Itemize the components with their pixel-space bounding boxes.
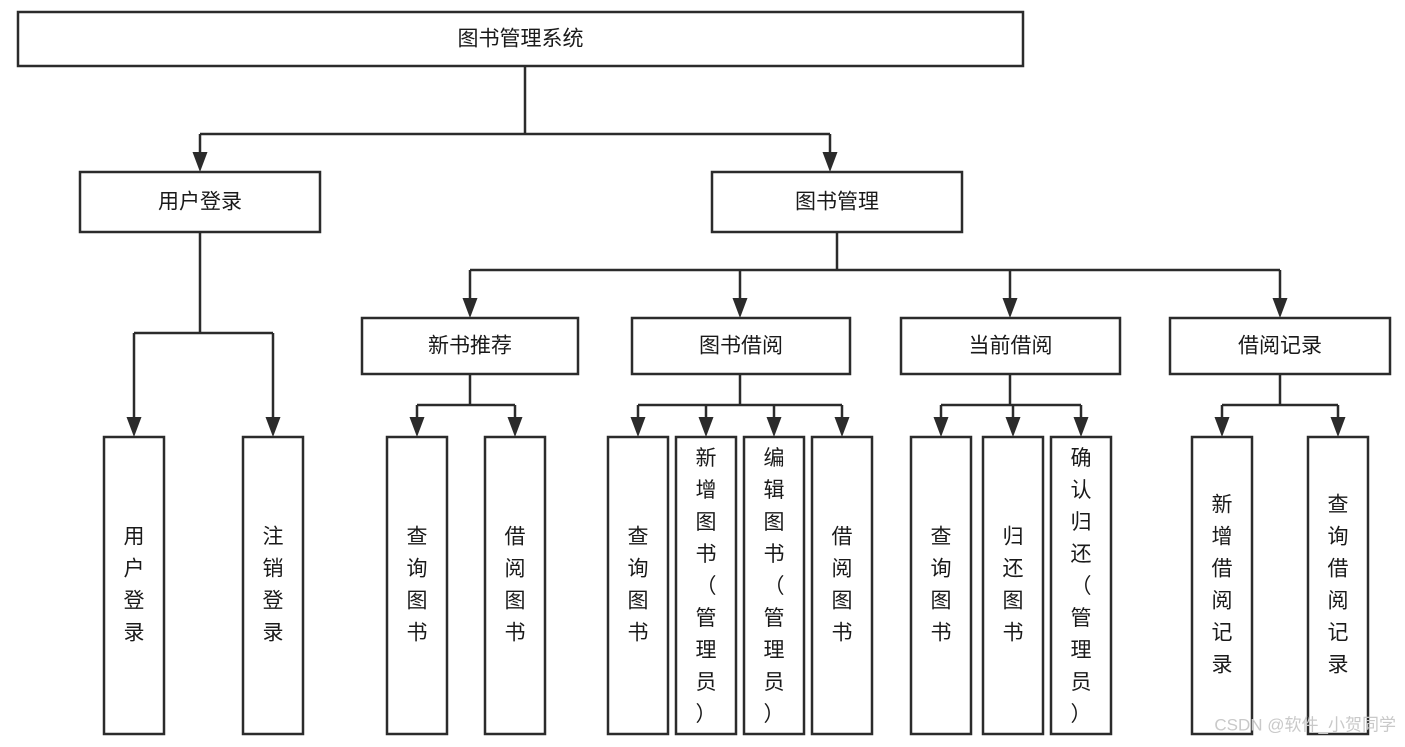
arrow-head-icon: [126, 417, 142, 437]
connector-current-borrow-to-leaves: [939, 374, 1083, 418]
node-label: 用户登录: [124, 525, 145, 644]
nodes-layer: 图书管理系统用户登录图书管理新书推荐图书借阅当前借阅借阅记录用户登录注销登录查询…: [16, 10, 1392, 736]
node-label: 新增借阅记录: [1212, 493, 1233, 676]
node-box[interactable]: [674, 435, 738, 736]
arrow-head-icon: [1214, 417, 1230, 437]
node-label: 借阅图书: [505, 525, 526, 644]
node-box[interactable]: [710, 170, 964, 234]
node-label: 新书推荐: [428, 335, 512, 358]
node-book-manage[interactable]: 图书管理: [710, 170, 964, 234]
arrow-head-icon: [732, 298, 748, 318]
arrow-head-icon: [822, 152, 838, 172]
node-current-borrow[interactable]: 当前借阅: [899, 316, 1122, 376]
node-new-book-recommend[interactable]: 新书推荐: [360, 316, 580, 376]
node-box[interactable]: [241, 435, 305, 736]
node-label: 查询图书: [628, 525, 649, 644]
connector-new-book-to-leaves: [415, 374, 517, 418]
node-box[interactable]: [1168, 316, 1392, 376]
node-leaf-query-book-cur[interactable]: 查询图书: [909, 435, 973, 736]
arrow-head-icon: [698, 417, 714, 437]
node-leaf-confirm-return[interactable]: 确认归还（管理员）: [1049, 435, 1113, 736]
node-box[interactable]: [742, 435, 806, 736]
node-label: 查询图书: [407, 525, 428, 644]
node-leaf-query-book-borrow[interactable]: 查询图书: [606, 435, 670, 736]
node-label: 新增图书（管理员）: [696, 447, 717, 726]
node-label: 确认归还（管理员）: [1071, 447, 1092, 726]
arrow-head-icon: [409, 417, 425, 437]
node-box[interactable]: [1049, 435, 1113, 736]
connector-user-login-to-leaves: [132, 232, 275, 418]
node-leaf-query-book-rec[interactable]: 查询图书: [385, 435, 449, 736]
node-label: 查询图书: [931, 525, 952, 644]
node-box[interactable]: [1306, 435, 1370, 736]
arrow-head-icon: [1272, 298, 1288, 318]
node-leaf-logout[interactable]: 注销登录: [241, 435, 305, 736]
arrow-head-icon: [834, 417, 850, 437]
node-label: 借阅图书: [832, 525, 853, 644]
node-label: 用户登录: [158, 191, 242, 214]
node-box[interactable]: [360, 316, 580, 376]
node-leaf-borrow-book[interactable]: 借阅图书: [810, 435, 874, 736]
connectors-layer: [126, 66, 1346, 437]
arrow-head-icon: [462, 298, 478, 318]
connector-book-borrow-to-leaves: [636, 374, 844, 418]
node-box[interactable]: [385, 435, 449, 736]
arrow-head-icon: [1073, 417, 1089, 437]
node-box[interactable]: [810, 435, 874, 736]
node-label: 图书管理: [795, 191, 879, 214]
node-book-borrow[interactable]: 图书借阅: [630, 316, 852, 376]
node-box[interactable]: [909, 435, 973, 736]
node-leaf-query-record[interactable]: 查询借阅记录: [1306, 435, 1370, 736]
connector-borrow-record-to-leaves: [1220, 374, 1340, 418]
node-leaf-borrow-book-rec[interactable]: 借阅图书: [483, 435, 547, 736]
node-leaf-add-book[interactable]: 新增图书（管理员）: [674, 435, 738, 736]
node-borrow-record[interactable]: 借阅记录: [1168, 316, 1392, 376]
node-label: 图书借阅: [699, 335, 783, 358]
node-box[interactable]: [1190, 435, 1254, 736]
arrow-head-icon: [1002, 298, 1018, 318]
node-label: 借阅记录: [1238, 335, 1322, 358]
node-label: 图书管理系统: [458, 28, 584, 51]
arrow-head-icon: [1330, 417, 1346, 437]
connector-level1-to-level2: [468, 232, 1282, 299]
node-leaf-edit-book[interactable]: 编辑图书（管理员）: [742, 435, 806, 736]
node-label: 编辑图书（管理员）: [764, 447, 785, 726]
node-label: 归还图书: [1003, 525, 1024, 644]
arrow-head-icon: [507, 417, 523, 437]
arrow-head-icon: [1005, 417, 1021, 437]
node-leaf-add-record[interactable]: 新增借阅记录: [1190, 435, 1254, 736]
node-user-login[interactable]: 用户登录: [78, 170, 322, 234]
node-label: 注销登录: [263, 525, 284, 644]
node-label: 查询借阅记录: [1328, 493, 1349, 676]
node-box[interactable]: [78, 170, 322, 234]
connector-root-to-level1: [198, 66, 832, 153]
arrow-head-icon: [630, 417, 646, 437]
node-label: 当前借阅: [969, 335, 1053, 358]
arrow-head-icon: [192, 152, 208, 172]
node-leaf-return-book[interactable]: 归还图书: [981, 435, 1045, 736]
node-box[interactable]: [483, 435, 547, 736]
node-box[interactable]: [899, 316, 1122, 376]
arrow-head-icon: [766, 417, 782, 437]
arrow-head-icon: [265, 417, 281, 437]
node-box[interactable]: [630, 316, 852, 376]
node-leaf-user-login[interactable]: 用户登录: [102, 435, 166, 736]
watermark-label: CSDN @软件_小贺同学: [1214, 715, 1396, 734]
node-box[interactable]: [16, 10, 1025, 68]
node-box[interactable]: [981, 435, 1045, 736]
node-root[interactable]: 图书管理系统: [16, 10, 1025, 68]
node-box[interactable]: [606, 435, 670, 736]
node-box[interactable]: [102, 435, 166, 736]
arrow-head-icon: [933, 417, 949, 437]
